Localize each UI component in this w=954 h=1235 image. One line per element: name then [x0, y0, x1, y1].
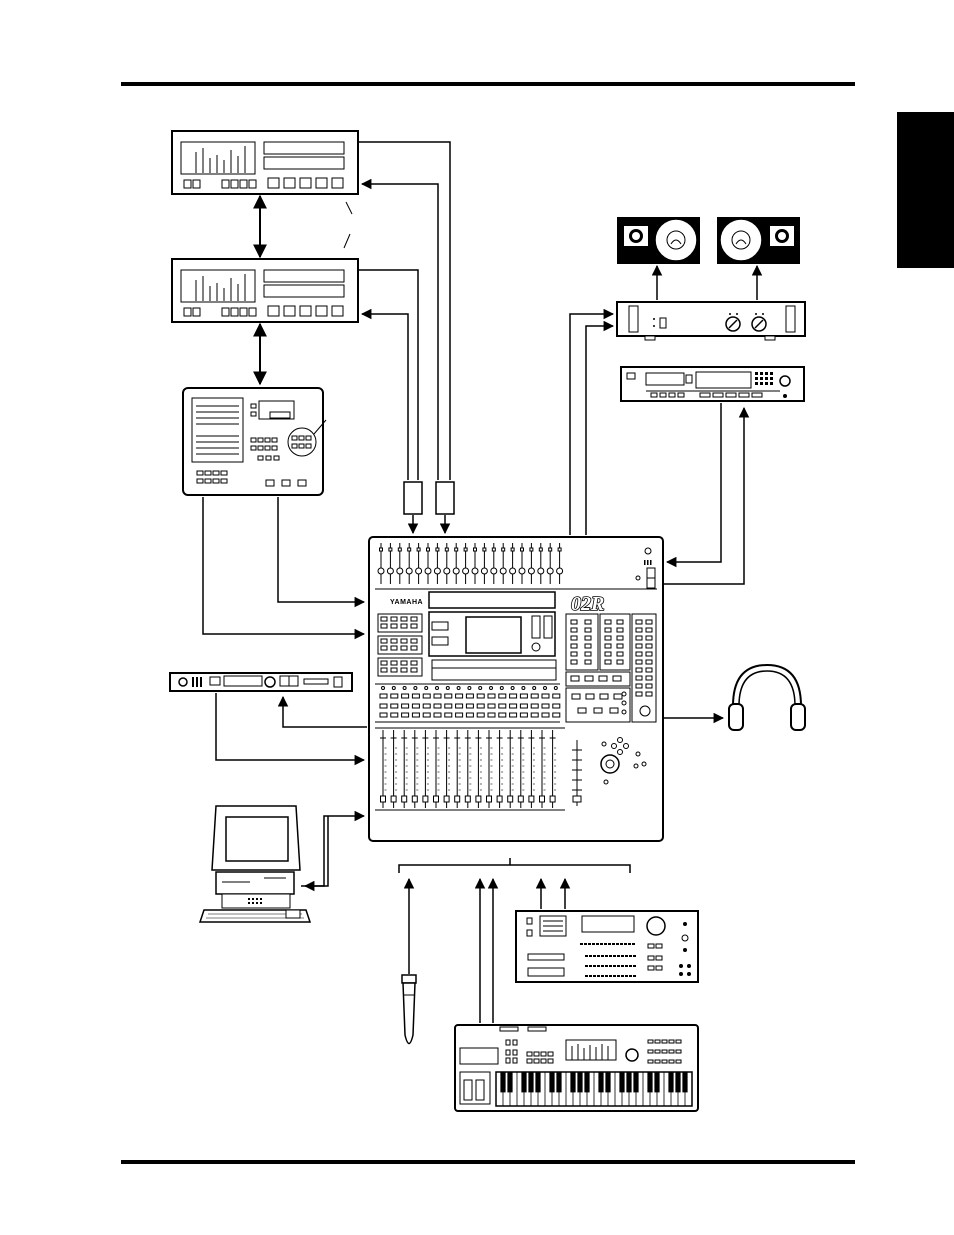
- speaker-icon: [717, 217, 800, 264]
- microphone-icon: [402, 975, 416, 1044]
- multitrack-recorder-icon: [172, 131, 358, 194]
- console-brand-label: YAMAHA: [390, 599, 423, 606]
- headphones-icon: [729, 665, 805, 730]
- synthesizer-icon: [455, 1025, 698, 1111]
- console-model-label: 02R: [571, 593, 604, 615]
- amplifier-icon: [617, 302, 805, 340]
- sampler-icon: [516, 911, 698, 982]
- speaker-icon: [617, 217, 700, 264]
- computer-icon: [200, 806, 310, 922]
- multitrack-recorder-icon: [172, 259, 358, 322]
- remote-controller-icon: [183, 388, 326, 495]
- rack-effects-icon: [170, 673, 352, 691]
- dat-recorder-icon: [621, 367, 804, 401]
- mixing-console: YAMAHA 02R: [369, 537, 663, 841]
